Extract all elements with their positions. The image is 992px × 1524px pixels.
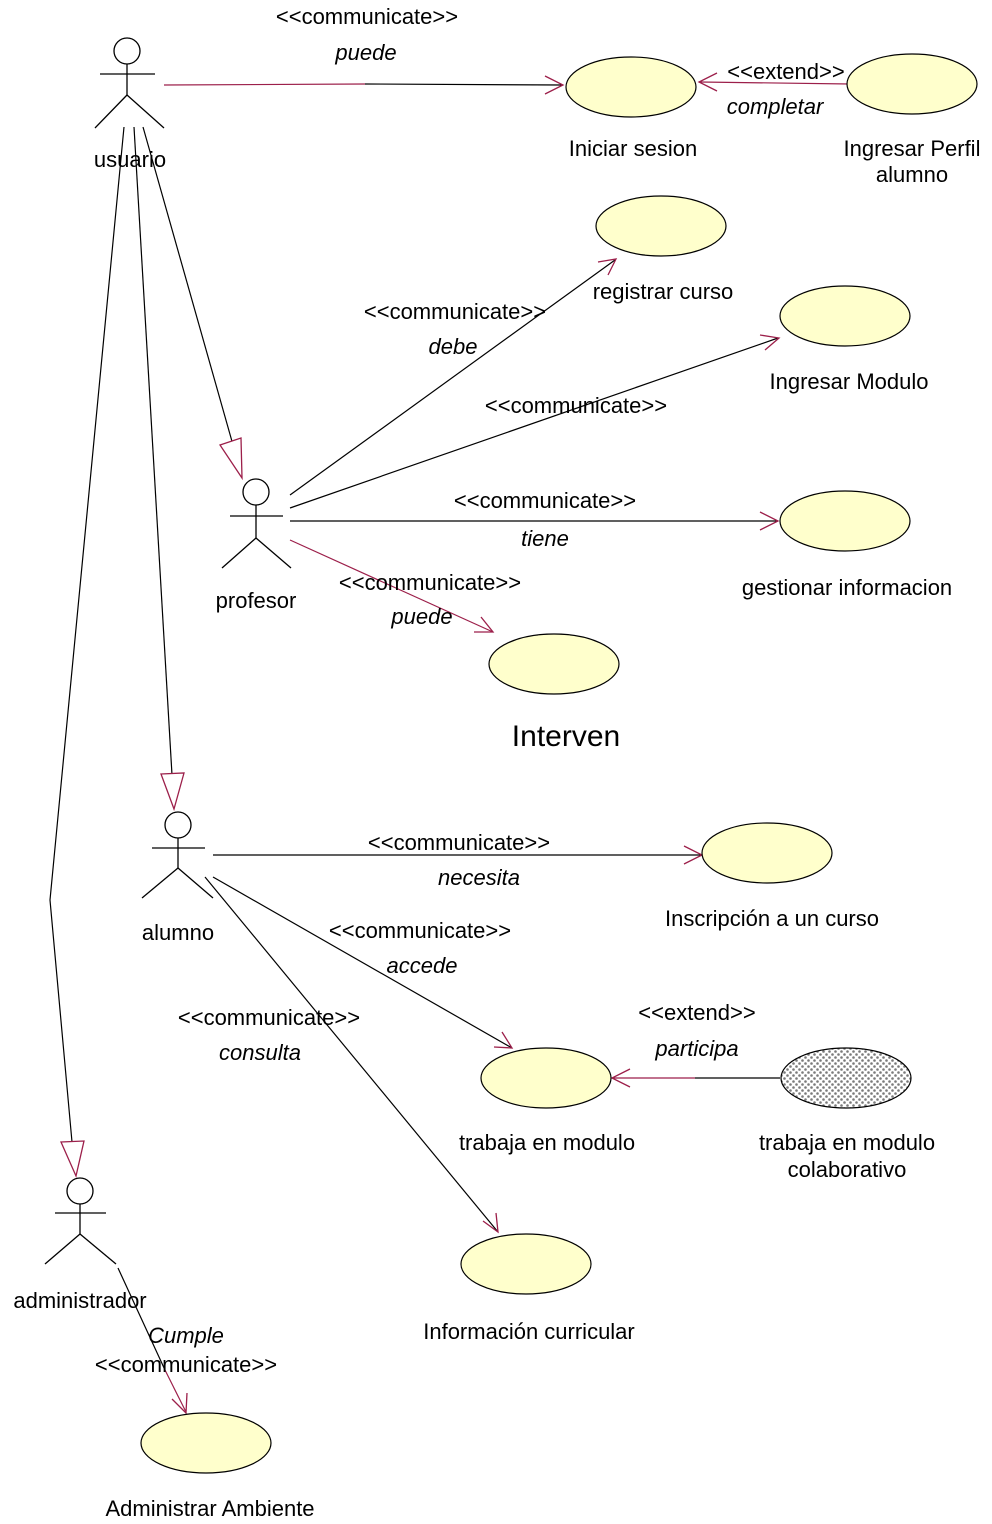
usecase-ingresar-modulo[interactable]: Ingresar Modulo	[770, 285, 929, 394]
usecase-trabaja-modulo-shape	[480, 1047, 612, 1109]
usecase-iniciar-sesion[interactable]: Iniciar sesion	[565, 56, 697, 161]
role-usuario-iniciar: puede	[334, 40, 396, 65]
usecase-interven[interactable]: Interven	[488, 633, 620, 753]
usecase-informacion-curricular-label: Información curricular	[423, 1319, 635, 1344]
extend-perfil-iniciar[interactable]	[697, 72, 851, 92]
usecase-ingresar-perfil-label-1: Ingresar Perfil	[844, 136, 981, 161]
usecase-trabaja-colaborativo-label-1: trabaja en modulo	[759, 1130, 935, 1155]
stereotype-colaborativo-extend: <<extend>>	[638, 1000, 755, 1025]
stereotype-usuario-iniciar: <<communicate>>	[276, 4, 458, 29]
actor-profesor[interactable]: profesor	[216, 478, 297, 613]
usecase-ingresar-modulo-label: Ingresar Modulo	[770, 369, 929, 394]
usecase-ingresar-modulo-shape	[779, 285, 911, 347]
usecase-registrar-curso-label: registrar curso	[593, 279, 734, 304]
usecase-informacion-curricular[interactable]: Información curricular	[423, 1233, 635, 1344]
extend-colaborativo-trabaja[interactable]	[610, 1068, 780, 1088]
usecase-trabaja-colaborativo[interactable]: trabaja en modulo colaborativo	[759, 1047, 935, 1182]
usecase-inscripcion-label: Inscripción a un curso	[665, 906, 879, 931]
usecase-trabaja-colaborativo-label-2: colaborativo	[788, 1157, 907, 1182]
generalization-profesor-usuario[interactable]	[142, 126, 243, 481]
usecase-ingresar-perfil-shape	[846, 53, 978, 115]
usecase-trabaja-colaborativo-shape	[780, 1047, 912, 1109]
assoc-profesor-modulo[interactable]	[289, 334, 781, 509]
generalization-administrador-usuario[interactable]	[49, 126, 125, 1179]
usecase-gestionar-informacion-label: gestionar informacion	[742, 575, 952, 600]
role-administrador-ambiente: Cumple	[148, 1323, 224, 1348]
role-profesor-gestionar: tiene	[521, 526, 569, 551]
actor-profesor-figure	[221, 478, 292, 569]
role-profesor-interven: puede	[390, 604, 452, 629]
role-perfil-extend: completar	[727, 94, 825, 119]
role-colaborativo-extend: participa	[654, 1036, 738, 1061]
actor-profesor-label: profesor	[216, 588, 297, 613]
stereotype-profesor-interven: <<communicate>>	[339, 570, 521, 595]
usecase-ingresar-perfil-label-2: alumno	[876, 162, 948, 187]
usecase-trabaja-modulo[interactable]: trabaja en modulo	[459, 1047, 635, 1155]
assoc-administrador-ambiente[interactable]	[117, 1267, 188, 1415]
usecase-registrar-curso-shape	[595, 195, 727, 257]
assoc-profesor-registrar[interactable]	[289, 258, 618, 496]
generalization-alumno-usuario[interactable]	[133, 126, 185, 812]
actor-alumno-label: alumno	[142, 920, 214, 945]
stereotype-perfil-extend: <<extend>>	[727, 59, 844, 84]
usecase-iniciar-sesion-label: Iniciar sesion	[569, 136, 697, 161]
stereotype-alumno-inscripcion: <<communicate>>	[368, 830, 550, 855]
role-alumno-trabaja: accede	[387, 953, 458, 978]
assoc-usuario-iniciar[interactable]	[163, 75, 565, 95]
role-alumno-informacion: consulta	[219, 1040, 301, 1065]
usecase-trabaja-modulo-label: trabaja en modulo	[459, 1130, 635, 1155]
usecase-ingresar-perfil[interactable]: Ingresar Perfil alumno	[844, 53, 981, 187]
assoc-alumno-trabaja[interactable]	[212, 876, 514, 1049]
usecase-administrar-ambiente-shape	[140, 1412, 272, 1474]
usecase-gestionar-informacion-shape	[779, 490, 911, 552]
assoc-alumno-informacion[interactable]	[204, 876, 499, 1234]
role-profesor-registrar: debe	[429, 334, 478, 359]
assoc-profesor-interven[interactable]	[289, 539, 495, 633]
usecase-administrar-ambiente-label: Administrar Ambiente	[105, 1496, 314, 1521]
actor-usuario-label: usuario	[94, 147, 166, 172]
usecase-gestionar-informacion[interactable]: gestionar informacion	[742, 490, 952, 600]
stereotype-alumno-informacion: <<communicate>>	[178, 1005, 360, 1030]
stereotype-administrador-ambiente: <<communicate>>	[95, 1352, 277, 1377]
usecase-informacion-curricular-shape	[460, 1233, 592, 1295]
stereotype-profesor-gestionar: <<communicate>>	[454, 488, 636, 513]
usecase-interven-label: Interven	[512, 720, 620, 753]
stereotype-alumno-trabaja: <<communicate>>	[329, 918, 511, 943]
usecase-inscripcion-shape	[701, 822, 833, 884]
actor-administrador-figure	[44, 1177, 117, 1265]
actor-usuario-figure	[94, 37, 165, 129]
stereotype-profesor-modulo: <<communicate>>	[485, 393, 667, 418]
actor-usuario[interactable]: usuario	[94, 37, 166, 172]
usecase-interven-shape	[488, 633, 620, 695]
usecase-registrar-curso[interactable]: registrar curso	[593, 195, 734, 304]
actor-alumno-figure	[141, 811, 214, 899]
actor-administrador-label: administrador	[13, 1288, 146, 1313]
usecase-administrar-ambiente[interactable]: Administrar Ambiente	[105, 1412, 315, 1521]
role-alumno-inscripcion: necesita	[438, 865, 520, 890]
assoc-profesor-gestionar[interactable]	[290, 511, 780, 531]
actor-alumno[interactable]: alumno	[141, 811, 214, 945]
actor-administrador[interactable]: administrador	[13, 1177, 147, 1313]
stereotype-profesor-registrar: <<communicate>>	[364, 299, 546, 324]
usecase-inscripcion[interactable]: Inscripción a un curso	[665, 822, 879, 931]
usecase-iniciar-sesion-shape	[565, 56, 697, 118]
